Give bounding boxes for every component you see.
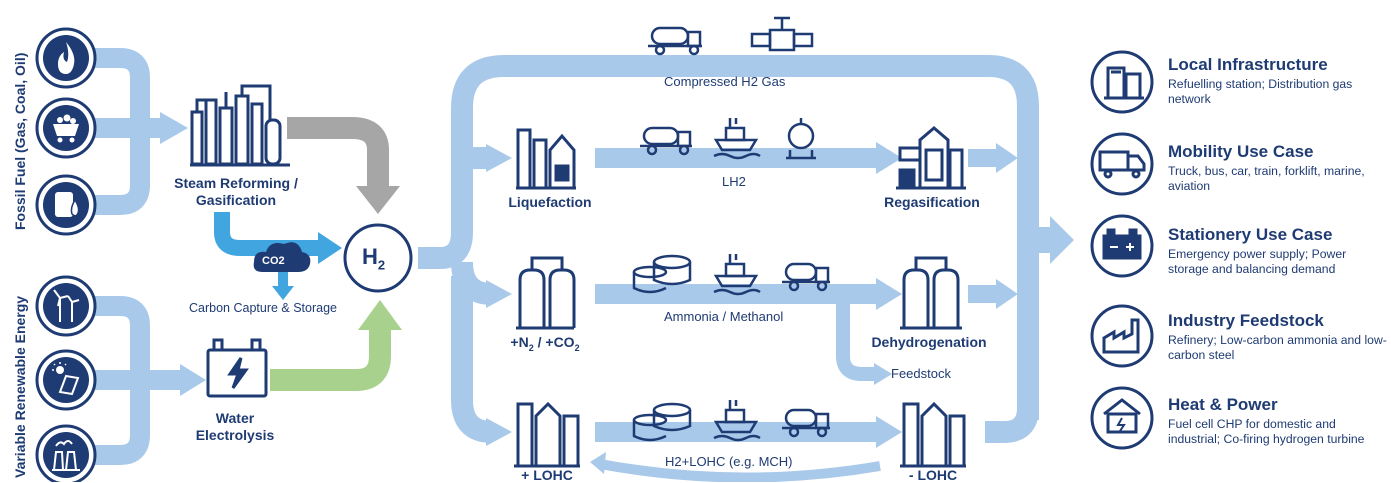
storage-tanks-icon-ammonia [632, 254, 692, 294]
battery-icon [1090, 214, 1154, 278]
co2-capture-arrow [214, 212, 322, 256]
plus-lohc-label: + LOHC [521, 467, 573, 483]
use-desc-mobility: Truck, bus, car, train, forklift, marine… [1168, 164, 1365, 193]
oil-barrel-icon [35, 174, 97, 236]
use-title-mobility: Mobility Use Case [1168, 142, 1314, 161]
fossil-fuel-label: Fossil Fuel (Gas, Coal, Oil) [12, 52, 28, 230]
lohc-dehydrogenation-plant-icon [900, 401, 966, 468]
fuel-station-icon [1090, 50, 1154, 114]
steam-reforming-plant-icon [190, 84, 290, 167]
use-title-stationery: Stationery Use Case [1168, 225, 1333, 244]
use-desc-local-infrastructure: Refuelling station; Distribution gas net… [1168, 77, 1353, 106]
lohc-return-arc [599, 459, 881, 482]
house-power-icon [1090, 386, 1154, 450]
dehydrogenation-label: Dehydrogenation [871, 334, 987, 350]
fossil-feed-arrowhead [160, 112, 188, 144]
lohc-hydrogenation-plant-icon [514, 401, 580, 468]
steam-to-h2-arrow [287, 117, 389, 190]
fossil-feed-pipes [95, 48, 165, 215]
steam-reforming-label: Steam Reforming / [174, 175, 298, 191]
tanker-truck-icon-top [648, 26, 702, 56]
liquefaction-label: Liquefaction [508, 194, 592, 210]
use-desc-heat-power: Fuel cell CHP for domestic and industria… [1168, 417, 1365, 446]
use-title-heat-power: Heat & Power [1168, 395, 1278, 414]
tanker-truck-icon-lh2 [640, 126, 692, 156]
lohc-flow-label: H2+LOHC (e.g. MCH) [665, 454, 793, 469]
renewable-feed-arrowhead [180, 364, 206, 396]
electrolyser-icon [206, 338, 268, 398]
dehydrogenation-reactor-icon [900, 256, 962, 330]
spherical-tank-icon [786, 118, 816, 160]
lh2-label: LH2 [722, 174, 746, 189]
h2-hub-icon [343, 223, 413, 293]
compressed-gas-label: Compressed H2 Gas [664, 74, 786, 89]
carbon-capture-label: Carbon Capture & Storage [189, 301, 338, 315]
ship-icon-lohc [713, 400, 761, 442]
minus-lohc-label: - LOHC [908, 467, 958, 483]
coal-cart-icon [35, 97, 97, 159]
feedstock-branch [836, 294, 878, 381]
co2-cloud-icon [253, 242, 311, 272]
ship-icon-lh2 [713, 118, 761, 160]
renewable-energy-label: Variable Renewable Energy [12, 295, 28, 478]
regasification-label: Regasification [884, 194, 980, 210]
ship-icon-ammonia [713, 254, 761, 296]
storage-tanks-icon-lohc [632, 402, 692, 442]
tanker-truck-icon-lohc [782, 408, 830, 438]
feedstock-label: Feedstock [891, 366, 951, 381]
n2-co2-label: +N2 / +CO2 [510, 334, 580, 353]
pipeline-valve-icon [750, 16, 814, 52]
electrolysis-to-h2-arrow [270, 325, 391, 391]
use-desc-stationery: Emergency power supply; Power storage an… [1168, 247, 1347, 276]
co2-label: CO2 [262, 255, 285, 267]
use-title-industry-feedstock: Industry Feedstock [1168, 311, 1324, 330]
truck-icon [1090, 132, 1154, 196]
liquefaction-plant-icon [516, 128, 576, 190]
solar-panel-icon [35, 349, 97, 411]
tanker-truck-icon-ammonia [782, 262, 830, 292]
h2-hub-label: H2 [362, 244, 386, 273]
electrolysis-label: Electrolysis [195, 427, 275, 443]
synthesis-reactor-icon [516, 256, 576, 330]
fossil-gas-icon [35, 27, 97, 89]
use-desc-industry-feedstock: Refinery; Low-carbon ammonia and low-car… [1168, 333, 1387, 362]
regasification-plant-icon [896, 126, 966, 190]
ammonia-methanol-label: Ammonia / Methanol [664, 309, 784, 324]
wind-turbine-icon [35, 275, 97, 337]
gasification-label: Gasification [195, 192, 277, 208]
water-label: Water [215, 410, 255, 426]
use-title-local-infrastructure: Local Infrastructure [1168, 55, 1328, 74]
power-plant-icon [35, 424, 97, 482]
renewable-feed-pipes [95, 296, 185, 465]
ccs-down-arrow [272, 286, 294, 300]
factory-icon [1090, 304, 1154, 368]
